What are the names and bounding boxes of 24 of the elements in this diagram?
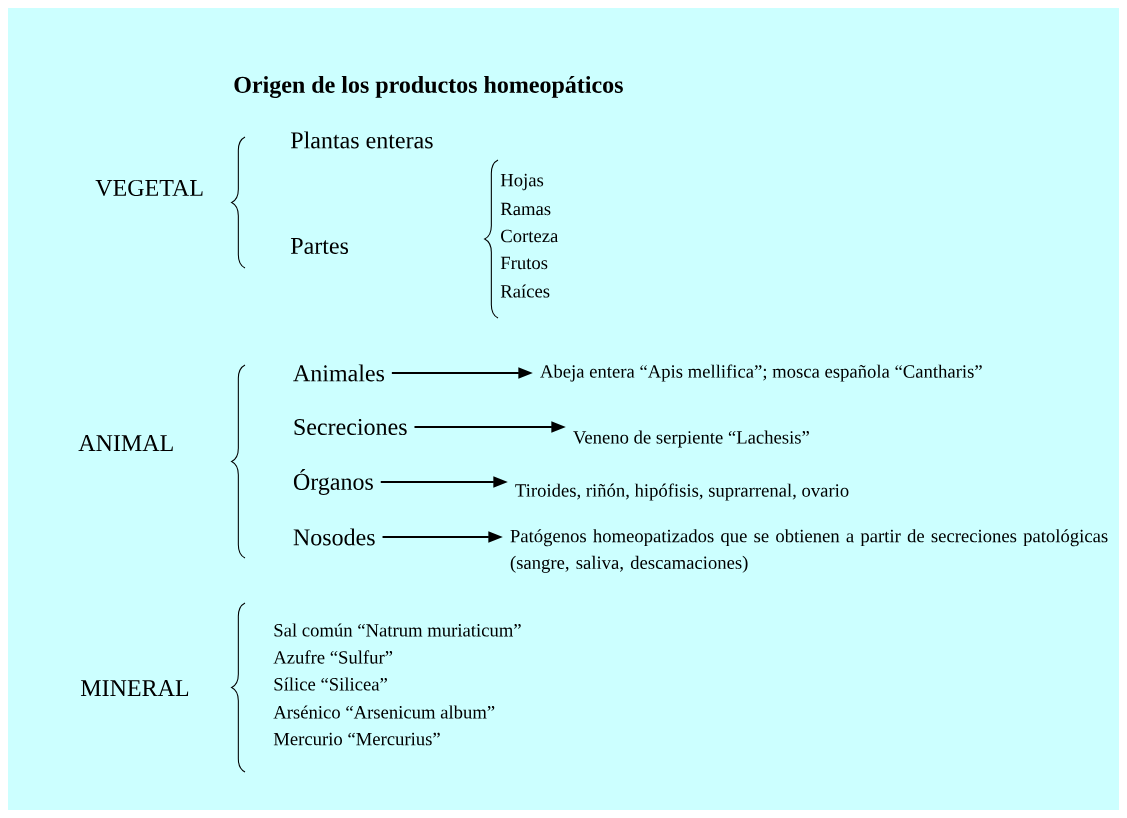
label-text: Hojas (500, 173, 544, 191)
label-text: VEGETAL (95, 179, 203, 197)
item-text: Órganos (293, 469, 373, 495)
label-text: Sílice “Silicea” (274, 677, 387, 691)
item-text: Patógenos homeopatizados que se obtienen a partir de secreciones patológicas (sangre, saliva, descamaciones) (510, 529, 1108, 573)
label-text: ANIMAL (78, 435, 173, 451)
item-text: Veneno de serpiente “Lachesis” (573, 430, 809, 448)
label-text: Raíces (500, 284, 550, 298)
item-text: Nosodes (293, 528, 375, 546)
label-text: Ramas (500, 202, 551, 216)
item-text: Abeja entera “Apis mellifica”; mosca española “Cantharis” (540, 364, 982, 382)
label-text: Sal común “Natrum muriaticum” (274, 623, 521, 637)
label-text: Azufre “Sulfur” (273, 650, 393, 664)
title: Origen de los productos homeopáticos (234, 76, 623, 98)
item-text: Animales (293, 364, 385, 382)
label-text: Corteza (501, 229, 559, 243)
label-text: Frutos (500, 256, 548, 270)
label-text: MINERAL (80, 680, 189, 696)
item-text: Tiroides, riñón, hipófisis, suprarrenal, ovario (515, 483, 849, 501)
label-text: Arsénico “Arsenicum album” (273, 705, 495, 719)
label-text: Partes (290, 238, 349, 254)
label-text: Mercurio “Mercurius” (273, 732, 440, 746)
item-text: Secreciones (294, 418, 407, 436)
label-text: Plantas enteras (290, 131, 433, 149)
